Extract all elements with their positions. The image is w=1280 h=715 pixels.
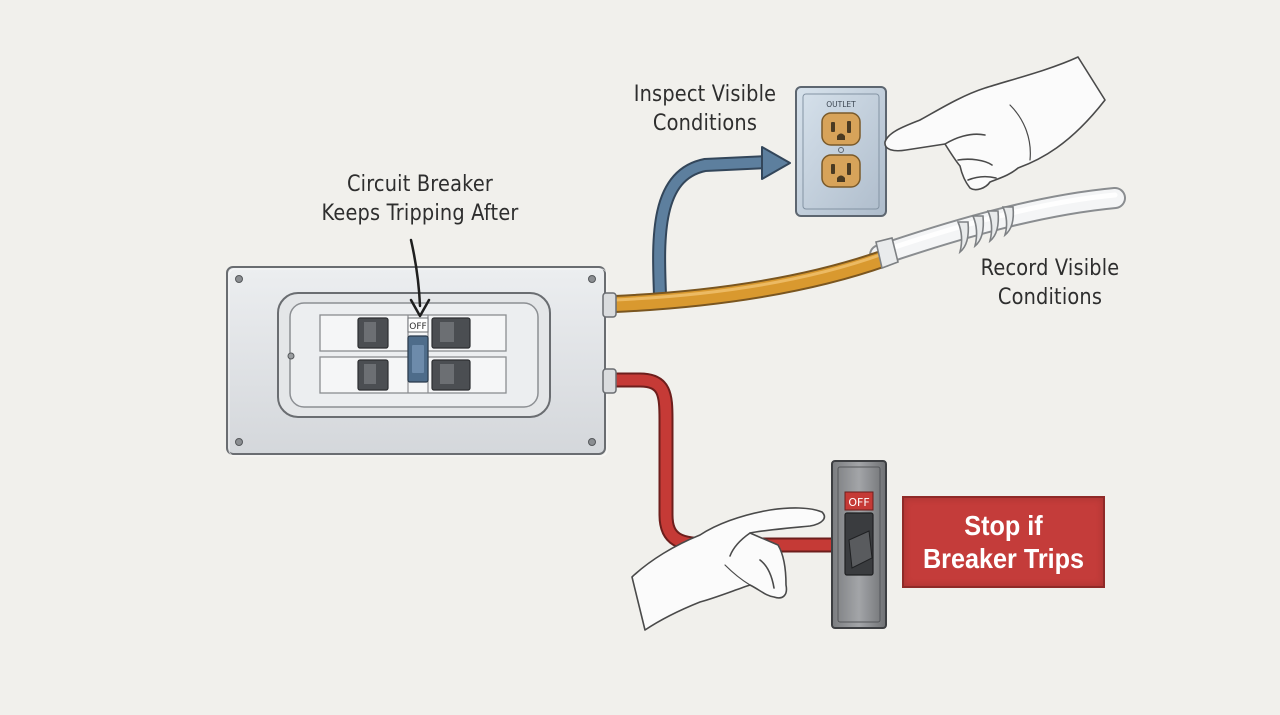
breaker-panel: OFF [226, 266, 617, 457]
inspect-label-line2: Conditions [652, 111, 758, 136]
inspect-label-line1: Inspect Visible [633, 82, 777, 107]
circuit-breaker-label: Circuit Breaker Keeps Tripping After [314, 170, 525, 228]
outlet-tag: OUTLET [826, 100, 856, 109]
inspect-label: Inspect Visible Conditions [613, 80, 798, 138]
stop-warning-box: Stop if Breaker Trips [902, 496, 1105, 588]
blue-wire-arrow [652, 146, 791, 302]
record-label: Record Visible Conditions [966, 254, 1133, 312]
panel-off-tag: OFF [409, 322, 426, 332]
wall-switch: OFF [831, 460, 887, 629]
record-label-line1: Record Visible [980, 256, 1120, 281]
outlet: OUTLET [795, 86, 887, 217]
stop-warning-line2: Breaker Trips [922, 543, 1085, 574]
circuit-breaker-label-line2: Keeps Tripping After [321, 201, 519, 226]
orange-wire [606, 237, 899, 313]
circuit-breaker-label-line1: Circuit Breaker [346, 172, 494, 197]
stop-warning-line1: Stop if [964, 510, 1043, 541]
pointer-arrow [409, 238, 431, 318]
hand-pointing-icon [884, 56, 1106, 191]
hand-switch-icon [631, 507, 826, 631]
white-cable [869, 187, 1126, 266]
record-label-line2: Conditions [997, 285, 1103, 310]
switch-off-tag: OFF [848, 496, 869, 509]
